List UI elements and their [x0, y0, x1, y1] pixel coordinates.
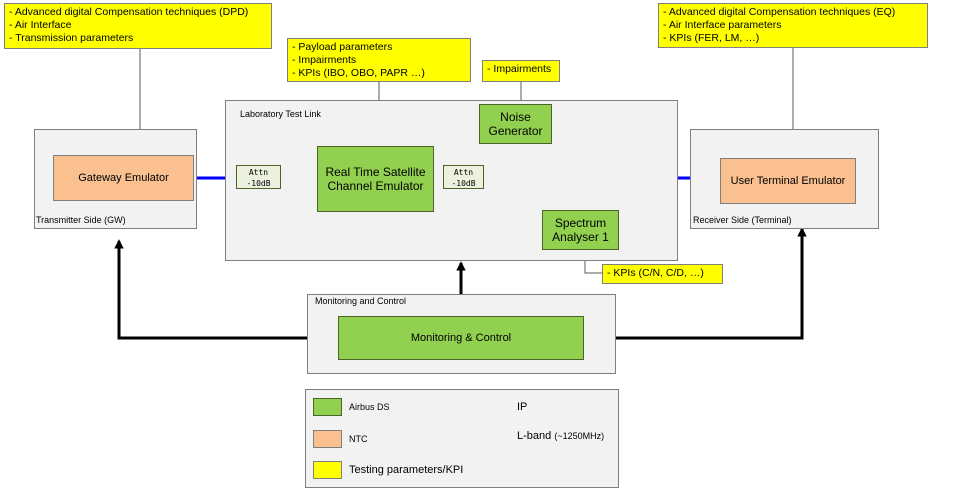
attenuator-1: Attn -10dB: [236, 165, 281, 189]
rx-kpi-line: - Air Interface parameters: [663, 19, 782, 31]
legend-lband-label: L-band (~1250MHz): [517, 430, 604, 442]
noise-kpi-box: - Impairments: [482, 60, 560, 82]
noise-generator-block: Noise Generator: [479, 104, 552, 144]
user-terminal-emulator-block: User Terminal Emulator: [720, 158, 856, 204]
rx-kpi-box: - Advanced digital Compensation techniqu…: [658, 3, 928, 48]
noise-generator-label: Noise Generator: [488, 110, 543, 138]
spectrum-analyser-block: Spectrum Analyser 1: [542, 210, 619, 250]
user-terminal-emulator-label: User Terminal Emulator: [730, 175, 846, 187]
tx-kpi-box: - Advanced digital Compensation techniqu…: [4, 3, 272, 49]
legend-airbus-swatch: [313, 398, 342, 416]
rx-kpi-line: - KPIs (FER, LM, …): [663, 32, 760, 44]
tx-kpi-line: - Air Interface: [9, 19, 72, 31]
legend-lband-name: L-band: [517, 430, 552, 442]
spectrum-kpi-box: - KPIs (C/N, C/D, …): [602, 264, 723, 284]
tx-kpi-line: - Transmission parameters: [9, 32, 134, 44]
legend-airbus-label: Airbus DS: [349, 402, 390, 412]
channel-emulator-block: Real Time Satellite Channel Emulator: [317, 146, 434, 212]
noise-kpi-line: - Impairments: [487, 63, 552, 75]
legend-lband-freq: (~1250MHz): [554, 431, 605, 441]
channel-emulator-label: Real Time Satellite Channel Emulator: [325, 165, 426, 193]
legend-testing-swatch: [313, 461, 342, 479]
legend-ntc-label: NTC: [349, 434, 368, 444]
transmitter-side-label: Transmitter Side (GW): [36, 215, 126, 225]
channel-kpi-box: - Payload parameters - Impairments - KPI…: [287, 38, 471, 82]
ip-rx-to-monitoring: [587, 227, 807, 343]
gateway-emulator-label: Gateway Emulator: [78, 172, 169, 184]
attenuator-2: Attn -10dB: [443, 165, 484, 189]
legend-panel: [305, 389, 619, 488]
spectrum-kpi-line: - KPIs (C/N, C/D, …): [607, 267, 704, 279]
channel-kpi-line: - KPIs (IBO, OBO, PAPR …): [292, 67, 425, 79]
receiver-side-label: Receiver Side (Terminal): [693, 215, 792, 225]
attenuator-1-label: Attn: [248, 168, 269, 177]
legend-testing-label: Testing parameters/KPI: [349, 464, 464, 476]
monitoring-control-group-label: Monitoring and Control: [315, 296, 407, 306]
spectrum-analyser-label: Spectrum Analyser 1: [552, 216, 609, 244]
attenuator-2-label: Attn: [453, 168, 474, 177]
tx-kpi-line: - Advanced digital Compensation techniqu…: [9, 6, 249, 18]
channel-kpi-line: - Impairments: [292, 54, 357, 66]
rx-kpi-line: - Advanced digital Compensation techniqu…: [663, 6, 896, 18]
gateway-emulator-block: Gateway Emulator: [53, 155, 194, 201]
monitoring-control-label: Monitoring & Control: [410, 332, 512, 344]
attenuator-1-value: -10dB: [246, 179, 271, 188]
lab-test-link-label: Laboratory Test Link: [240, 109, 321, 119]
legend-ntc-swatch: [313, 430, 342, 448]
ip-tx-to-monitoring: [114, 239, 335, 343]
monitoring-control-block: Monitoring & Control: [338, 316, 584, 360]
attenuator-2-value: -10dB: [451, 179, 476, 188]
channel-kpi-line: - Payload parameters: [292, 41, 393, 53]
legend-ip-label: IP: [517, 401, 528, 413]
